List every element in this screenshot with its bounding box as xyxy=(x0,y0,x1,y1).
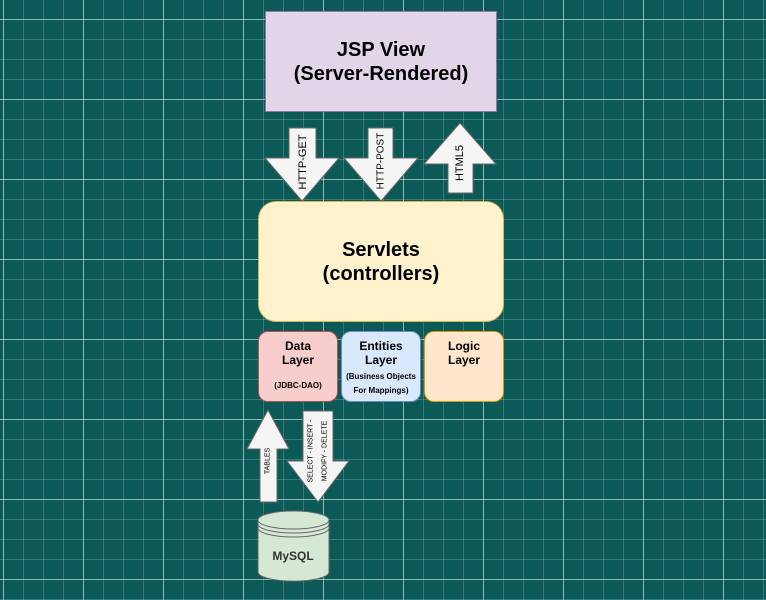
http-post-arrow: HTTP-POST xyxy=(342,127,420,202)
tables-label: TABLES xyxy=(265,448,272,475)
jsp-view-subtitle: (Server-Rendered) xyxy=(293,62,469,85)
modify-delete-label: MODIFY - DELETE xyxy=(322,420,329,481)
data-layer-title-2: Layer xyxy=(281,353,315,367)
entities-layer-box: Entities Layer (Business Objects For Map… xyxy=(341,331,421,402)
servlets-subtitle: (controllers) xyxy=(322,262,440,285)
query-arrow: SELECT - INSERT - MODIFY - DELETE xyxy=(285,410,351,503)
servlets-box: Servlets (controllers) xyxy=(258,201,504,322)
logic-layer-box: Logic Layer xyxy=(424,331,504,402)
data-layer-box: Data Layer (JDBC-DAO) xyxy=(258,331,338,402)
http-get-arrow: HTTP-GET xyxy=(263,127,341,202)
entities-layer-title-2: Layer xyxy=(364,353,398,367)
servlets-title: Servlets xyxy=(342,238,420,261)
http-post-label: HTTP-POST xyxy=(376,133,387,190)
html5-label: HTML5 xyxy=(454,145,466,181)
entities-layer-title: Entities xyxy=(359,339,403,353)
jsp-view-title: JSP View xyxy=(336,38,426,61)
mysql-label: MySQL xyxy=(272,549,313,563)
mysql-database: MySQL xyxy=(257,510,330,582)
tables-arrow: TABLES xyxy=(246,408,290,503)
select-insert-label: SELECT - INSERT - xyxy=(308,419,315,483)
logic-layer-title: Logic xyxy=(448,339,480,353)
entities-layer-note-2: For Mappings) xyxy=(353,386,409,395)
jsp-view-box: JSP View (Server-Rendered) xyxy=(265,11,497,112)
http-get-label: HTTP-GET xyxy=(297,134,309,189)
logic-layer-title-2: Layer xyxy=(447,353,481,367)
data-layer-note: (JDBC-DAO) xyxy=(274,381,322,390)
html5-arrow: HTML5 xyxy=(422,122,498,194)
data-layer-title: Data xyxy=(284,339,311,353)
entities-layer-note: (Business Objects xyxy=(346,372,416,381)
